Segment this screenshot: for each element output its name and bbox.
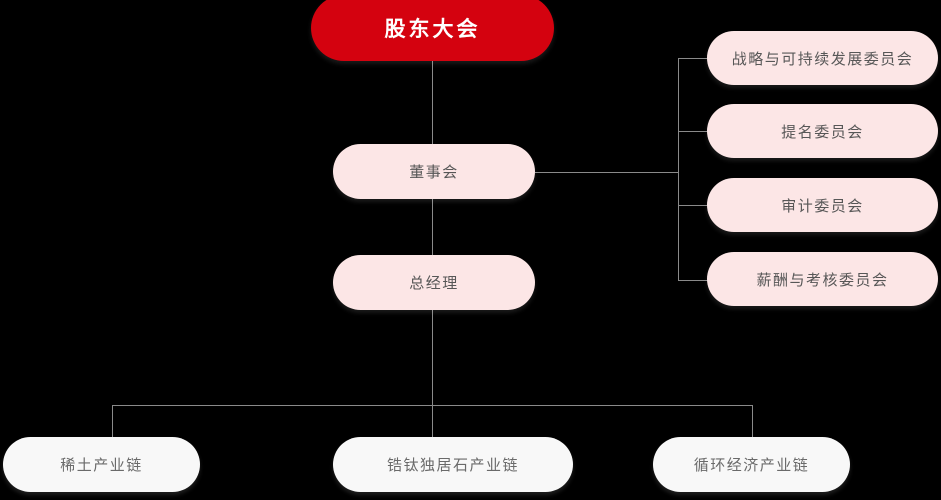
node-shareholders-meeting[interactable]: 股东大会: [311, 0, 554, 61]
node-board-of-directors[interactable]: 董事会: [333, 144, 535, 199]
connector-committee-stub-3: [678, 205, 708, 206]
node-committee-nomination[interactable]: 提名委员会: [707, 104, 938, 158]
connector-committee-stub-1: [678, 58, 708, 59]
connector-committee-trunk: [678, 58, 679, 281]
connector-chain-drop-3: [752, 405, 753, 438]
node-committee-audit[interactable]: 审计委员会: [707, 178, 938, 232]
connector-committee-stub-2: [678, 131, 708, 132]
node-committee-remuneration-appraisal[interactable]: 薪酬与考核委员会: [707, 252, 938, 306]
connector-manager-to-chains: [432, 310, 433, 405]
node-committee-strategy-sustainable-development[interactable]: 战略与可持续发展委员会: [707, 31, 938, 85]
connector-board-to-committee-trunk: [535, 172, 679, 173]
node-chain-circular-economy[interactable]: 循环经济产业链: [653, 437, 850, 492]
node-chain-zircon-titanium-monazite[interactable]: 锆钛独居石产业链: [333, 437, 573, 492]
node-chain-rare-earth[interactable]: 稀土产业链: [3, 437, 200, 492]
connector-root-to-board: [432, 61, 433, 145]
connector-board-to-manager: [432, 199, 433, 256]
connector-chain-drop-2: [432, 405, 433, 438]
connector-chain-drop-1: [112, 405, 113, 438]
connector-committee-stub-4: [678, 280, 708, 281]
node-general-manager[interactable]: 总经理: [333, 255, 535, 310]
